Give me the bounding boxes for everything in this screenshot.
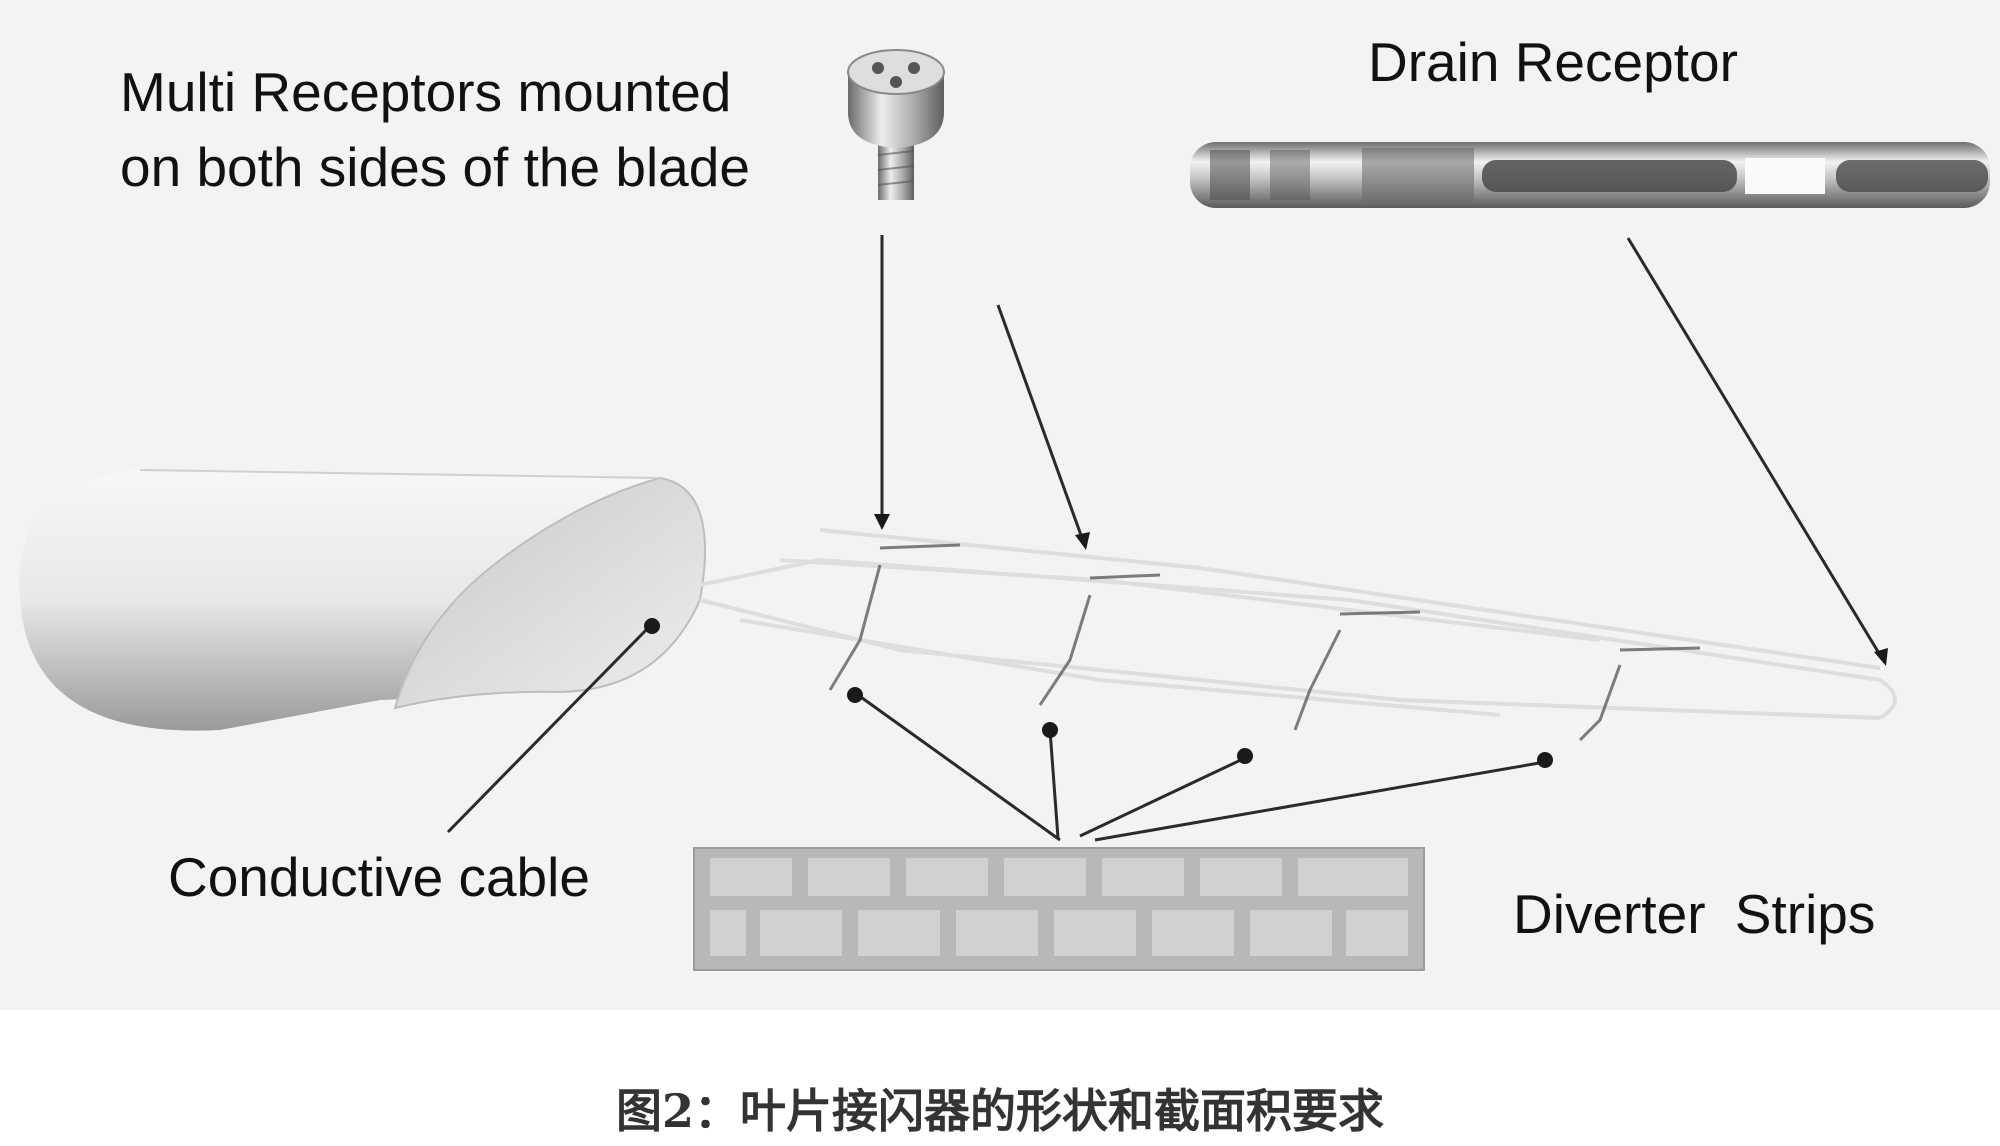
lightning-protection-diagram bbox=[19, 49, 1990, 971]
figure-caption: 图2：叶片接闪器的形状和截面积要求 bbox=[615, 1084, 1384, 1138]
drain-receptor-label: Drain Receptor bbox=[1368, 31, 1738, 93]
multi-receptors-label-line1: Multi Receptors mounted bbox=[120, 61, 732, 123]
conductive-cable-label: Conductive cable bbox=[168, 846, 590, 908]
blade-conductors bbox=[828, 543, 1701, 742]
blade-root-image bbox=[19, 469, 706, 731]
diagram-panel: Multi Receptors mounted on both sides of… bbox=[0, 0, 2000, 1010]
drain-receptor-image bbox=[1190, 142, 1990, 208]
leader-lines bbox=[446, 235, 1882, 842]
blade-outline bbox=[699, 528, 1897, 720]
multi-receptors-label: Multi Receptors mounted on both sides of… bbox=[120, 55, 750, 205]
leader-dots bbox=[644, 514, 1888, 768]
diverter-strips-image bbox=[693, 847, 1425, 971]
multi-receptors-label-line2: on both sides of the blade bbox=[120, 136, 750, 198]
diverter-strips-label: Diverter Strips bbox=[1513, 883, 1876, 945]
multi-receptor-image bbox=[847, 49, 945, 200]
